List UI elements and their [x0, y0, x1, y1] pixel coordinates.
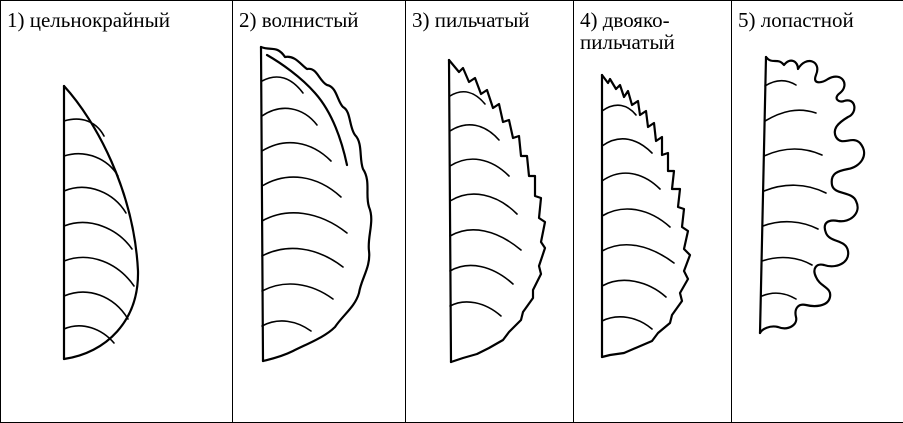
cell-entire: 1) цельнокрайный	[1, 1, 233, 423]
label-lobed: 5) лопастной	[738, 9, 902, 31]
leaf-entire-icon	[56, 81, 156, 366]
label-double-serrate: 4) двояко- пильчатый	[580, 9, 727, 53]
label-double-serrate-line1: 4) двояко-	[580, 8, 670, 32]
cell-undulate: 2) волнистый	[233, 1, 406, 423]
leaf-serrate-icon	[441, 56, 551, 366]
label-double-serrate-line2: пильчатый	[580, 31, 727, 53]
cell-double-serrate: 4) двояко- пильчатый	[574, 1, 732, 423]
leaf-undulate-icon	[251, 41, 391, 366]
label-serrate: 3) пильчатый	[412, 9, 569, 31]
cell-lobed: 5) лопастной	[732, 1, 903, 423]
cell-serrate: 3) пильчатый	[406, 1, 574, 423]
leaf-double-serrate-icon	[594, 71, 704, 361]
label-undulate: 2) волнистый	[239, 9, 401, 31]
label-entire: 1) цельнокрайный	[7, 9, 228, 31]
leaf-lobed-icon	[752, 51, 892, 341]
